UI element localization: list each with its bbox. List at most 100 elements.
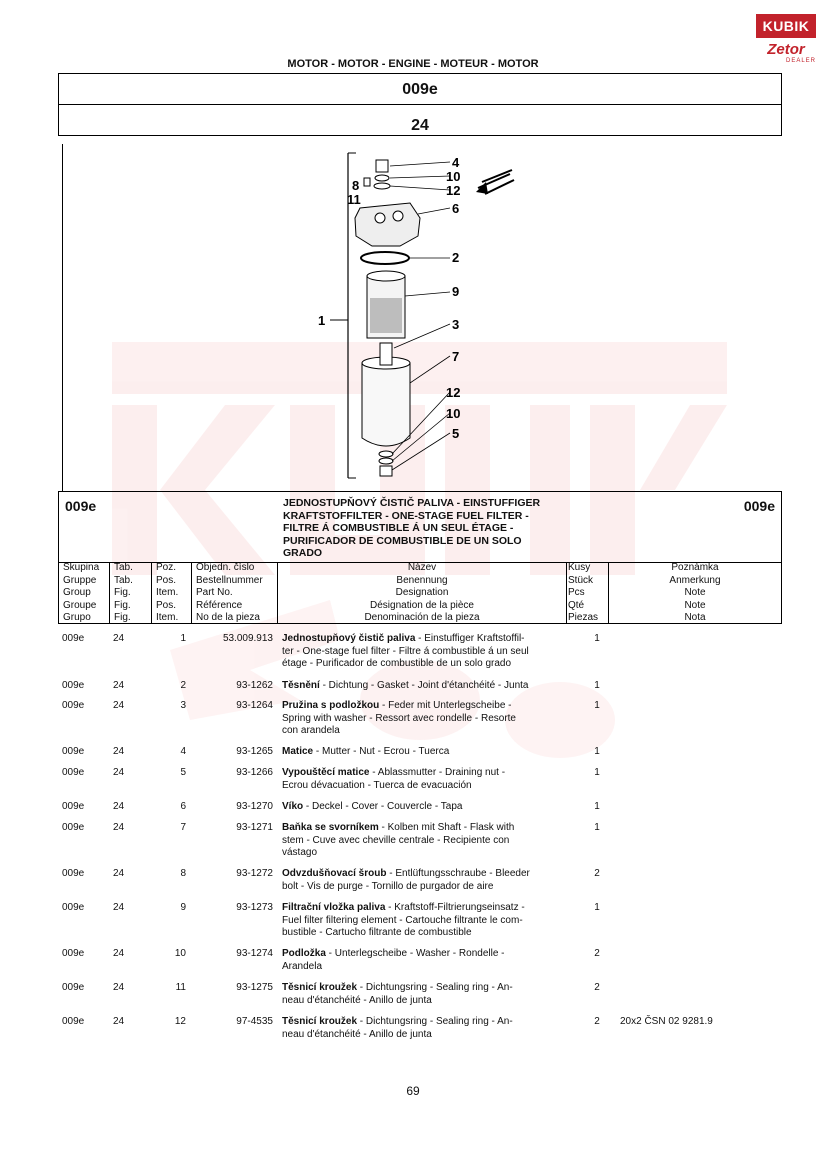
description-line: Ecrou dévacuation - Tuerca de evacuación — [282, 779, 472, 791]
cell-qty: 1 — [594, 746, 600, 757]
cell-part-number: 93-1266 — [236, 767, 273, 778]
part-name-czech: Těsnicí kroužek — [282, 1016, 358, 1027]
part-name-translations: - Dichtungsring - Sealing ring - An- — [357, 1016, 513, 1027]
description-line: ter - One-stage fuel filter - Filtre á c… — [282, 645, 529, 657]
cell-qty: 2 — [594, 982, 600, 993]
title-line: PURIFICADOR DE COMBUSTIBLE DE UN SOLO — [283, 534, 522, 547]
title-line: JEDNOSTUPŇOVÝ ČISTIČ PALIVA - EINSTUFFIG… — [283, 497, 541, 509]
title-line: KRAFTSTOFFILTER - ONE-STAGE FUEL FILTER … — [283, 509, 529, 522]
cell-part-number: 97-4535 — [236, 1016, 273, 1027]
label-10-bottom: 10 — [446, 406, 460, 421]
cell-description: Odvzdušňovací šroub - Entlüftungsschraub… — [282, 868, 564, 893]
part-name-czech: Těsnění — [282, 680, 320, 691]
cell-group: 009e — [62, 700, 85, 711]
cell-qty: 2 — [594, 948, 600, 959]
cell-group: 009e — [62, 1016, 85, 1027]
cell-group: 009e — [62, 633, 85, 644]
part-name-czech: Pružina s podložkou — [282, 700, 380, 711]
title-line: FILTRE Á COMBUSTIBLE Á UN SEUL ÉTAGE - — [283, 522, 514, 534]
cell-fig: 24 — [113, 822, 125, 833]
cell-pos: 9 — [180, 902, 186, 913]
cell-part-number: 53.009.913 — [222, 633, 273, 644]
cell-group: 009e — [62, 801, 85, 812]
part-name-czech: Podložka — [282, 948, 326, 959]
part-name-translations: - Kolben mit Shaft - Flask with — [378, 822, 515, 833]
cell-pos: 6 — [180, 801, 186, 812]
cell-description: Filtrační vložka paliva - Kraftstoff-Fil… — [282, 902, 564, 940]
part-name-translations: - Feder mit Unterlegscheibe - — [379, 700, 512, 711]
description-line: Spring with washer - Ressort avec rondel… — [282, 712, 516, 724]
label-6: 6 — [452, 201, 459, 216]
cell-group: 009e — [62, 948, 85, 959]
part-name-translations: - Einstuffiger Kraftstoffil- — [415, 633, 525, 644]
cell-description: Matice - Mutter - Nut - Ecrou - Tuerca — [282, 746, 564, 759]
label-11: 11 — [347, 192, 361, 207]
part-name-translations: - Entlüftungsschraube - Bleeder — [386, 868, 530, 879]
cell-pos: 11 — [175, 982, 186, 993]
description-line: stem - Cuve avec cheville centrale - Rec… — [282, 834, 510, 846]
cell-group: 009e — [62, 822, 85, 833]
cell-description: Jednostupňový čistič paliva - Einstuffig… — [282, 633, 564, 671]
cell-pos: 3 — [180, 700, 186, 711]
part-name-translations: - Deckel - Cover - Couvercle - Tapa — [303, 801, 463, 812]
cell-fig: 24 — [113, 801, 125, 812]
label-12-top: 12 — [446, 183, 460, 198]
part-name-translations: - Unterlegscheibe - Washer - Rondelle - — [325, 948, 505, 959]
cell-fig: 24 — [113, 982, 125, 993]
cell-pos: 8 — [180, 868, 186, 879]
cell-description: Těsnění - Dichtung - Gasket - Joint d'ét… — [282, 680, 564, 693]
cell-qty: 2 — [594, 1016, 600, 1027]
part-name-translations: - Dichtung - Gasket - Joint d'étanchéité… — [319, 680, 529, 691]
cell-fig: 24 — [113, 1016, 125, 1027]
description-line: bolt - Vis de purge - Tornillo de purgad… — [282, 880, 494, 892]
cell-pos: 4 — [180, 746, 186, 757]
part-name-czech: Odvzdušňovací šroub — [282, 868, 387, 879]
cell-part-number: 93-1270 — [236, 801, 273, 812]
part-group-title-box: 009e JEDNOSTUPŇOVÝ ČISTIČ PALIVA - EINST… — [58, 491, 782, 563]
part-name-czech: Jednostupňový čistič paliva — [282, 633, 416, 644]
cell-group: 009e — [62, 680, 85, 691]
cell-part-number: 93-1265 — [236, 746, 273, 757]
label-1: 1 — [318, 313, 325, 328]
cell-fig: 24 — [113, 902, 125, 913]
section-title: MOTOR - MOTOR - ENGINE - MOTEUR - MOTOR — [287, 58, 539, 70]
cell-group: 009e — [62, 868, 85, 879]
kubik-zetor-logo: KUBIK Zetor DEALER — [756, 14, 816, 72]
title-text: JEDNOSTUPŇOVÝ ČISTIČ PALIVA - EINSTUFFIG… — [283, 497, 573, 560]
cell-fig: 24 — [113, 767, 125, 778]
part-name-czech: Víko — [282, 801, 304, 812]
cell-part-number: 93-1275 — [236, 982, 273, 993]
cell-part-number: 93-1262 — [236, 680, 273, 691]
figure-number-box: 24 — [58, 104, 782, 136]
cell-note: 20x2 ČSN 02 9281.9 — [620, 1016, 713, 1027]
cell-description: Vypouštěcí matice - Ablassmutter - Drain… — [282, 767, 564, 792]
part-name-translations: - Ablassmutter - Draining nut - — [369, 767, 506, 778]
page-number: 69 — [406, 1084, 420, 1098]
cell-part-number: 93-1273 — [236, 902, 273, 913]
logo-kubik: KUBIK — [756, 14, 816, 38]
cell-group: 009e — [62, 746, 85, 757]
cell-pos: 10 — [174, 948, 186, 959]
label-9: 9 — [452, 284, 459, 299]
label-12-bottom: 12 — [446, 385, 460, 400]
cell-group: 009e — [62, 902, 85, 913]
cell-qty: 2 — [594, 868, 600, 879]
label-4: 4 — [452, 155, 460, 170]
part-name-czech: Baňka se svorníkem — [282, 822, 379, 833]
cell-qty: 1 — [594, 767, 600, 778]
description-line: vástago — [282, 847, 318, 858]
description-line: neau d'étanchéité - Anillo de junta — [282, 994, 432, 1006]
cell-qty: 1 — [594, 700, 600, 711]
label-3: 3 — [452, 317, 459, 332]
cell-description: Podložka - Unterlegscheibe - Washer - Ro… — [282, 948, 564, 973]
logo-zetor: Zetor — [767, 41, 805, 58]
title-code-right: 009e — [743, 498, 775, 514]
cell-fig: 24 — [113, 700, 125, 711]
cell-description: Těsnicí kroužek - Dichtungsring - Sealin… — [282, 1016, 564, 1041]
cell-description: Víko - Deckel - Cover - Couvercle - Tapa — [282, 801, 564, 814]
label-7: 7 — [452, 349, 459, 364]
